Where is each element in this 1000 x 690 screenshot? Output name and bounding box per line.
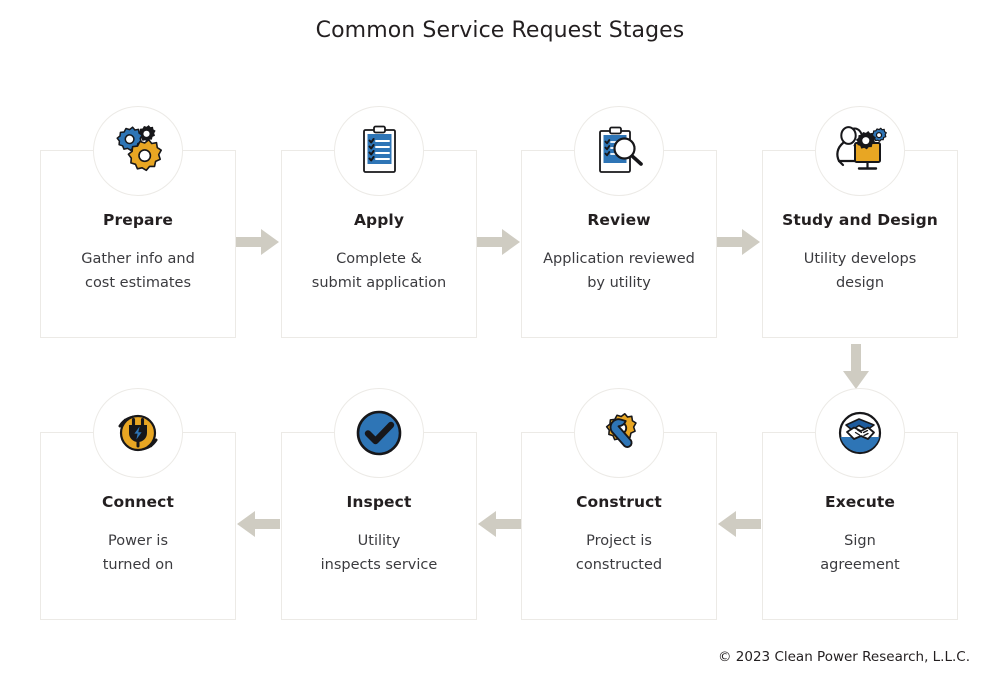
check-circle-icon <box>334 388 424 478</box>
stage-label: Connect <box>102 493 174 511</box>
arrow-left-icon-construct-to-inspect <box>477 510 521 538</box>
stage-card-study-and-design[interactable]: Study and Design Utility develops design <box>762 106 958 338</box>
stage-label: Study and Design <box>782 211 938 229</box>
stage-card-prepare[interactable]: Prepare Gather info and cost estimates <box>40 106 236 338</box>
stage-description: Utility inspects service <box>320 533 438 574</box>
arrow-left-icon-inspect-to-connect <box>236 510 280 538</box>
arrow-down-icon-study-to-execute <box>841 344 871 390</box>
stage-description: Application reviewed by utility <box>543 251 695 292</box>
person-at-computer-gears-icon <box>815 106 905 196</box>
stage-description: Gather info and cost estimates <box>81 251 195 292</box>
arrow-right-icon-prepare-to-apply <box>236 228 280 256</box>
stage-card-connect[interactable]: Connect Power is turned on <box>40 388 236 620</box>
clipboard-checklist-icon <box>334 106 424 196</box>
gears-icon <box>93 106 183 196</box>
arrow-right-icon-apply-to-review <box>477 228 521 256</box>
stage-description: Utility develops design <box>803 251 917 292</box>
clipboard-magnifier-icon <box>574 106 664 196</box>
power-plug-cycle-icon <box>93 388 183 478</box>
stage-description: Project is constructed <box>575 533 663 574</box>
stage-label: Prepare <box>103 211 173 229</box>
stage-label: Review <box>587 211 651 229</box>
page-title: Common Service Request Stages <box>315 18 685 43</box>
arrow-left-icon-execute-to-construct <box>717 510 761 538</box>
gear-wrench-icon <box>574 388 664 478</box>
stage-card-apply[interactable]: Apply Complete & submit application <box>281 106 477 338</box>
stage-card-review[interactable]: Review Application reviewed by utility <box>521 106 717 338</box>
stage-card-inspect[interactable]: Inspect Utility inspects service <box>281 388 477 620</box>
copyright-note: © 2023 Clean Power Research, L.L.C. <box>718 649 970 665</box>
stage-card-construct[interactable]: Construct Project is constructed <box>521 388 717 620</box>
stage-label: Apply <box>353 211 405 229</box>
stage-description: Sign agreement <box>820 533 900 574</box>
stage-label: Inspect <box>346 493 412 511</box>
arrow-right-icon-review-to-study <box>717 228 761 256</box>
stage-label: Construct <box>576 493 662 511</box>
handshake-icon <box>815 388 905 478</box>
stage-label: Execute <box>825 493 895 511</box>
stage-card-execute[interactable]: Execute Sign agreement <box>762 388 958 620</box>
stage-description: Complete & submit application <box>311 251 447 292</box>
stage-description: Power is turned on <box>102 533 174 574</box>
